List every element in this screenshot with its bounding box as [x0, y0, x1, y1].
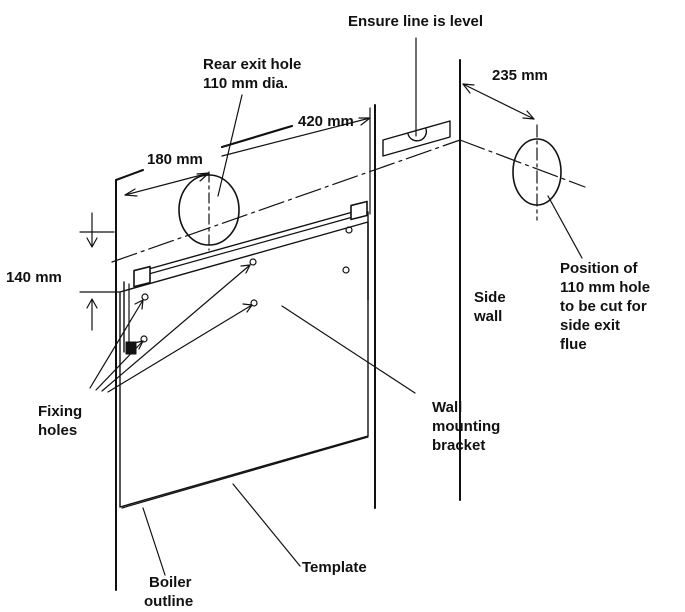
template-sheet: [119, 221, 369, 508]
label-side-exit-line5: flue: [560, 336, 587, 353]
dim-235-arrow-left: [462, 83, 475, 94]
boiler-outline-top-right: [220, 124, 294, 149]
level-line-back-wall: [111, 139, 461, 263]
label-side-exit-line2: 110 mm hole: [560, 279, 651, 296]
bracket-left-tab: [133, 265, 151, 288]
boiler-outline-top-left: [115, 169, 144, 181]
leader-boiler-outline: [142, 507, 166, 576]
label-rear-exit-hole-line2: 110 mm dia.: [203, 75, 289, 92]
label-side-exit-line1: Position of: [560, 260, 638, 277]
arrowhead: [242, 303, 253, 313]
leader-fixing-hole-4: [107, 304, 253, 393]
label-fixing-holes: Fixing holes: [38, 402, 82, 440]
label-bracket-line2: mounting: [432, 418, 501, 435]
arrowhead: [133, 340, 144, 350]
fixing-hole: [250, 299, 258, 307]
leader-fixing-hole-2: [95, 340, 144, 391]
label-side-wall-line1: Side: [474, 289, 506, 306]
fixing-hole: [249, 258, 257, 266]
dim-180-line: [124, 172, 210, 196]
spirit-level: [382, 120, 451, 157]
dim-235-arrow-right: [522, 110, 535, 120]
label-dim-420: 420 mm: [298, 113, 354, 130]
bracket-top-edge-inner: [137, 214, 361, 278]
bracket-left-foot: [125, 341, 137, 355]
label-boiler-outline: Boiler outline: [144, 573, 193, 611]
fixing-hole: [345, 226, 353, 234]
label-side-exit-position: Position of 110 mm hole to be cut for si…: [560, 259, 650, 354]
dim-140-lower-arrow: [86, 298, 98, 309]
leader-rear-exit-hole: [217, 94, 243, 197]
dim-420-line: [221, 117, 371, 157]
dim-420-arrow-right: [358, 117, 371, 126]
dim-180-arrow-right: [196, 172, 210, 182]
leader-wall-bracket: [281, 305, 416, 394]
label-bracket-line1: Wall: [432, 399, 463, 416]
label-dim-140: 140 mm: [6, 269, 62, 286]
label-boiler-line2: outline: [144, 593, 194, 610]
label-template: Template: [302, 559, 367, 576]
arrowhead: [240, 264, 251, 274]
label-ensure-level: Ensure line is level: [348, 13, 484, 30]
label-fixing-holes-line2: holes: [38, 422, 78, 439]
label-wall-mounting-bracket: Wall mounting bracket: [432, 398, 500, 455]
label-boiler-line1: Boiler: [149, 574, 192, 591]
bracket-right-tab: [350, 200, 368, 221]
dim-140-upper-arrow: [86, 237, 98, 248]
label-rear-exit-hole-line1: Rear exit hole: [203, 56, 302, 73]
fixing-hole: [141, 293, 149, 301]
dim-235-line: [462, 83, 535, 120]
fixing-hole: [342, 266, 350, 274]
label-side-wall-line2: wall: [474, 308, 503, 325]
dim-180-arrow-left: [124, 188, 138, 197]
label-side-wall: Side wall: [474, 288, 506, 326]
spirit-level-bubble: [407, 128, 428, 142]
label-bracket-line3: bracket: [432, 437, 486, 454]
label-fixing-holes-line1: Fixing: [38, 403, 83, 420]
bracket-top-edge: [137, 209, 361, 273]
leader-fixing-hole-1: [89, 299, 144, 389]
leader-fixing-hole-3: [101, 264, 251, 392]
template-lower-edge: [121, 436, 369, 509]
label-rear-exit-hole: Rear exit hole 110 mm dia.: [203, 55, 301, 93]
arrowhead: [134, 299, 144, 310]
label-side-exit-line3: to be cut for: [560, 298, 647, 315]
label-dim-235: 235 mm: [492, 67, 548, 84]
level-line-side-wall: [459, 139, 586, 188]
label-side-exit-line4: side exit: [560, 317, 621, 334]
label-dim-180: 180 mm: [147, 151, 203, 168]
leader-template: [232, 483, 301, 567]
leader-side-exit-position: [547, 195, 583, 259]
fixing-hole: [140, 335, 148, 343]
